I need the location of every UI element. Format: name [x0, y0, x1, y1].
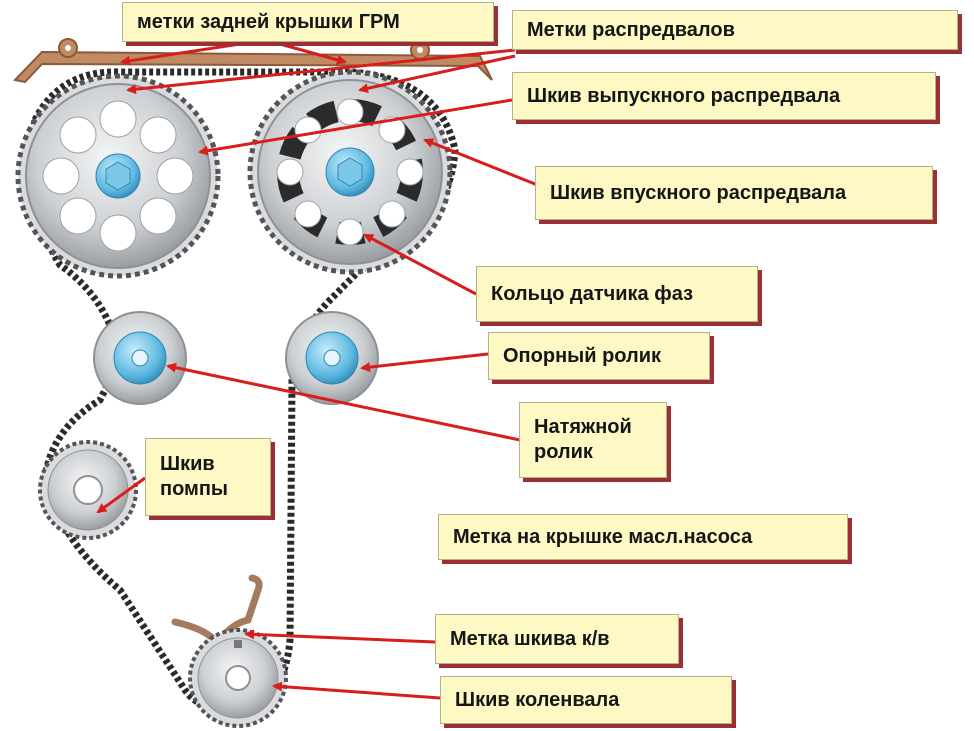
label-crank-pulley-mark: Метка шкива к/в [435, 614, 679, 664]
label-rear-cover-marks: метки задней крышки ГРМ [122, 2, 494, 42]
arrow-intake-pulley [423, 138, 541, 188]
idler-roller [285, 311, 379, 405]
arrow-exhaust-pulley [198, 98, 513, 156]
arrow-rear-cover-right [279, 42, 347, 65]
label-exhaust-cam-pulley: Шкив выпускного распредвала [512, 72, 936, 120]
label-crankshaft-pulley: Шкив коленвала [440, 676, 732, 724]
label-camshaft-marks: Метки распредвалов [512, 10, 958, 50]
arrow-phase-ring [363, 233, 477, 296]
arrow-rear-cover-left [120, 42, 241, 66]
label-intake-cam-pulley: Шкив впускного распредвала [535, 166, 933, 220]
label-oil-pump-cover-mark: Метка на крышке масл.насоса [438, 514, 848, 560]
exhaust-cam-pulley [15, 73, 221, 279]
tensioner-roller [93, 311, 187, 405]
arrow-cam-mark-left [126, 48, 516, 95]
label-tensioner-roller: Натяжной ролик [519, 402, 667, 478]
arrow-tensioner [166, 362, 521, 442]
label-phase-sensor-ring: Кольцо датчика фаз [476, 266, 758, 322]
oil-pump-cover-bracket [171, 574, 263, 653]
crankshaft-pulley [188, 628, 288, 728]
arrow-idler [360, 352, 489, 373]
leader-arrows [96, 42, 541, 700]
arrow-cam-mark-right [358, 54, 516, 94]
arrow-water-pump [96, 476, 146, 514]
label-idler-roller: Опорный ролик [488, 332, 710, 380]
label-water-pump-pulley: Шкив помпы [145, 438, 271, 516]
intake-cam-pulley [247, 69, 453, 275]
water-pump-pulley [38, 440, 138, 540]
arrow-crank-pulley [272, 681, 441, 700]
arrow-crank-mark [244, 629, 436, 644]
